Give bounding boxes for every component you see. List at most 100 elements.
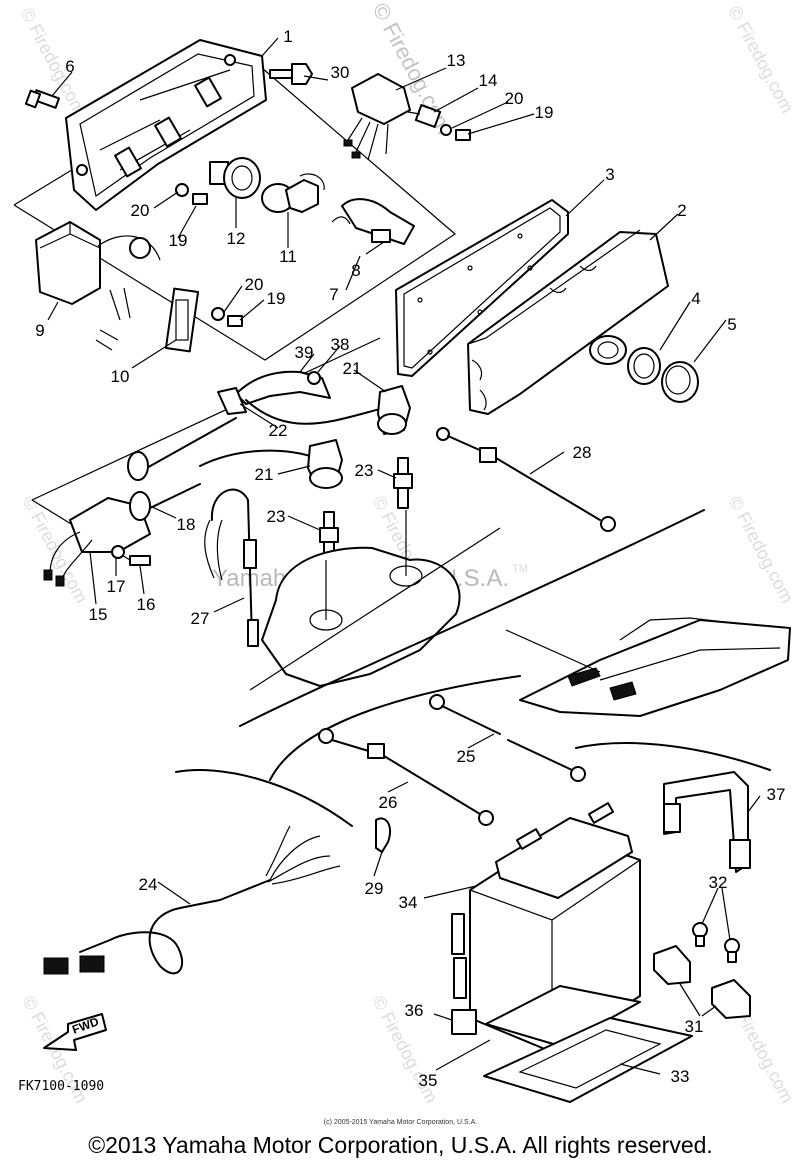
callout-7: 7 — [329, 285, 338, 304]
ignition-outline-top — [31, 337, 381, 501]
callout-10: 10 — [111, 367, 130, 386]
callout-11: 11 — [279, 247, 297, 266]
leader-lines — [47, 37, 761, 1075]
callout-20c: 20 — [245, 275, 264, 294]
drawing-code: FK7100-1090 — [18, 1079, 104, 1094]
callout-15: 15 — [89, 605, 108, 624]
electrical-box-group — [13, 39, 471, 361]
cap-5 — [661, 361, 699, 403]
callout-31: 31 — [685, 1017, 704, 1036]
cover-gasket-group — [395, 199, 699, 415]
cable-26 — [318, 728, 494, 826]
cylinder-head — [261, 546, 461, 687]
callout-36: 36 — [405, 1001, 424, 1020]
tm-mark: TM — [512, 563, 528, 575]
callout-21b: 21 — [255, 465, 274, 484]
screw-19-left — [192, 193, 208, 205]
callout-5: 5 — [727, 315, 736, 334]
divider-curve-harness — [175, 769, 353, 827]
callout-1: 1 — [283, 27, 292, 46]
bolt-6 — [24, 89, 60, 109]
screw-19-lower — [227, 315, 243, 327]
washer-20-left — [175, 183, 189, 197]
callout-3: 3 — [605, 165, 614, 184]
clamp-31 — [653, 945, 751, 1019]
callout-20b: 20 — [131, 201, 150, 220]
callout-23b: 23 — [267, 507, 286, 526]
callout-19b: 19 — [169, 231, 188, 250]
lead-27 — [243, 539, 257, 569]
callout-26: 26 — [379, 793, 398, 812]
callout-27: 27 — [191, 609, 210, 628]
pad-36 — [451, 1009, 477, 1035]
module-10 — [164, 287, 200, 353]
callout-4: 4 — [691, 289, 700, 308]
callout-6: 6 — [65, 57, 74, 76]
ignition-group — [31, 337, 501, 691]
o-ring-4 — [627, 347, 661, 385]
callout-18: 18 — [177, 515, 196, 534]
callout-30: 30 — [331, 63, 350, 82]
washer-20-lower — [211, 307, 225, 321]
gasket-3 — [395, 199, 569, 377]
screw-19-top — [455, 129, 471, 141]
bolt-16 — [129, 555, 151, 566]
callout-39: 39 — [295, 343, 314, 362]
copyright-notice: ©2013 Yamaha Motor Corporation, U.S.A. A… — [88, 1132, 713, 1158]
divider-curve-upper — [239, 509, 705, 727]
callout-2: 2 — [677, 201, 686, 220]
starter-relay-12 — [209, 157, 261, 199]
cable-25 — [429, 694, 586, 782]
coil-8 — [331, 198, 415, 245]
callout-25: 25 — [457, 747, 476, 766]
harness-24 — [43, 825, 341, 975]
sensor-14 — [407, 104, 442, 128]
callout-19c: 19 — [267, 289, 286, 308]
callout-34: 34 — [399, 893, 418, 912]
cdi-unit-9 — [35, 221, 161, 351]
grommet-18-top — [127, 451, 149, 481]
callout-20: 20 — [505, 89, 524, 108]
rectifier-13 — [343, 73, 411, 161]
grommet-22 — [217, 387, 247, 415]
small-copyright: (c) 2005-2015 Yamaha Motor Corporation, … — [323, 1119, 478, 1126]
grommet-18-lower — [129, 491, 151, 521]
hose-39 — [235, 370, 331, 405]
callout-32: 32 — [709, 873, 728, 892]
callout-29: 29 — [365, 879, 384, 898]
callout-numbers: 1 2 3 4 5 6 7 8 9 10 11 12 13 14 15 16 1… — [35, 27, 785, 1090]
callout-8: 8 — [351, 261, 360, 280]
divider-curve-bracket — [575, 742, 771, 771]
ground-lead-28 — [436, 427, 616, 532]
washer-20-top — [440, 124, 452, 136]
stop-switch-11 — [261, 173, 325, 213]
watermark-top-right: © Firedog.com — [724, 2, 797, 116]
washer-17 — [111, 545, 125, 559]
callout-37: 37 — [767, 785, 786, 804]
electrical-box-housing — [65, 39, 267, 211]
callout-38: 38 — [331, 335, 350, 354]
callout-22: 22 — [269, 421, 288, 440]
divider-curve-mid — [269, 675, 521, 781]
clamp-38 — [307, 371, 321, 385]
callout-24: 24 — [139, 875, 158, 894]
callout-16: 16 — [137, 595, 156, 614]
callout-14: 14 — [479, 71, 498, 90]
callout-12: 12 — [227, 229, 246, 248]
band-29 — [375, 817, 392, 853]
callout-9: 9 — [35, 321, 44, 340]
callout-28: 28 — [573, 443, 592, 462]
callout-35: 35 — [419, 1071, 438, 1090]
callout-33: 33 — [671, 1067, 690, 1086]
strap-37 — [663, 771, 751, 873]
watercraft-hull — [505, 617, 791, 717]
callout-21: 21 — [343, 359, 362, 378]
callout-23: 23 — [355, 461, 374, 480]
spark-plug-23-top — [393, 457, 413, 509]
bolt-30 — [269, 63, 313, 85]
watermark-mid-right: © Firedog.com — [724, 492, 797, 606]
base-35 — [485, 985, 641, 1047]
fwd-arrow: FWD — [43, 1013, 107, 1051]
callout-17: 17 — [107, 577, 126, 596]
